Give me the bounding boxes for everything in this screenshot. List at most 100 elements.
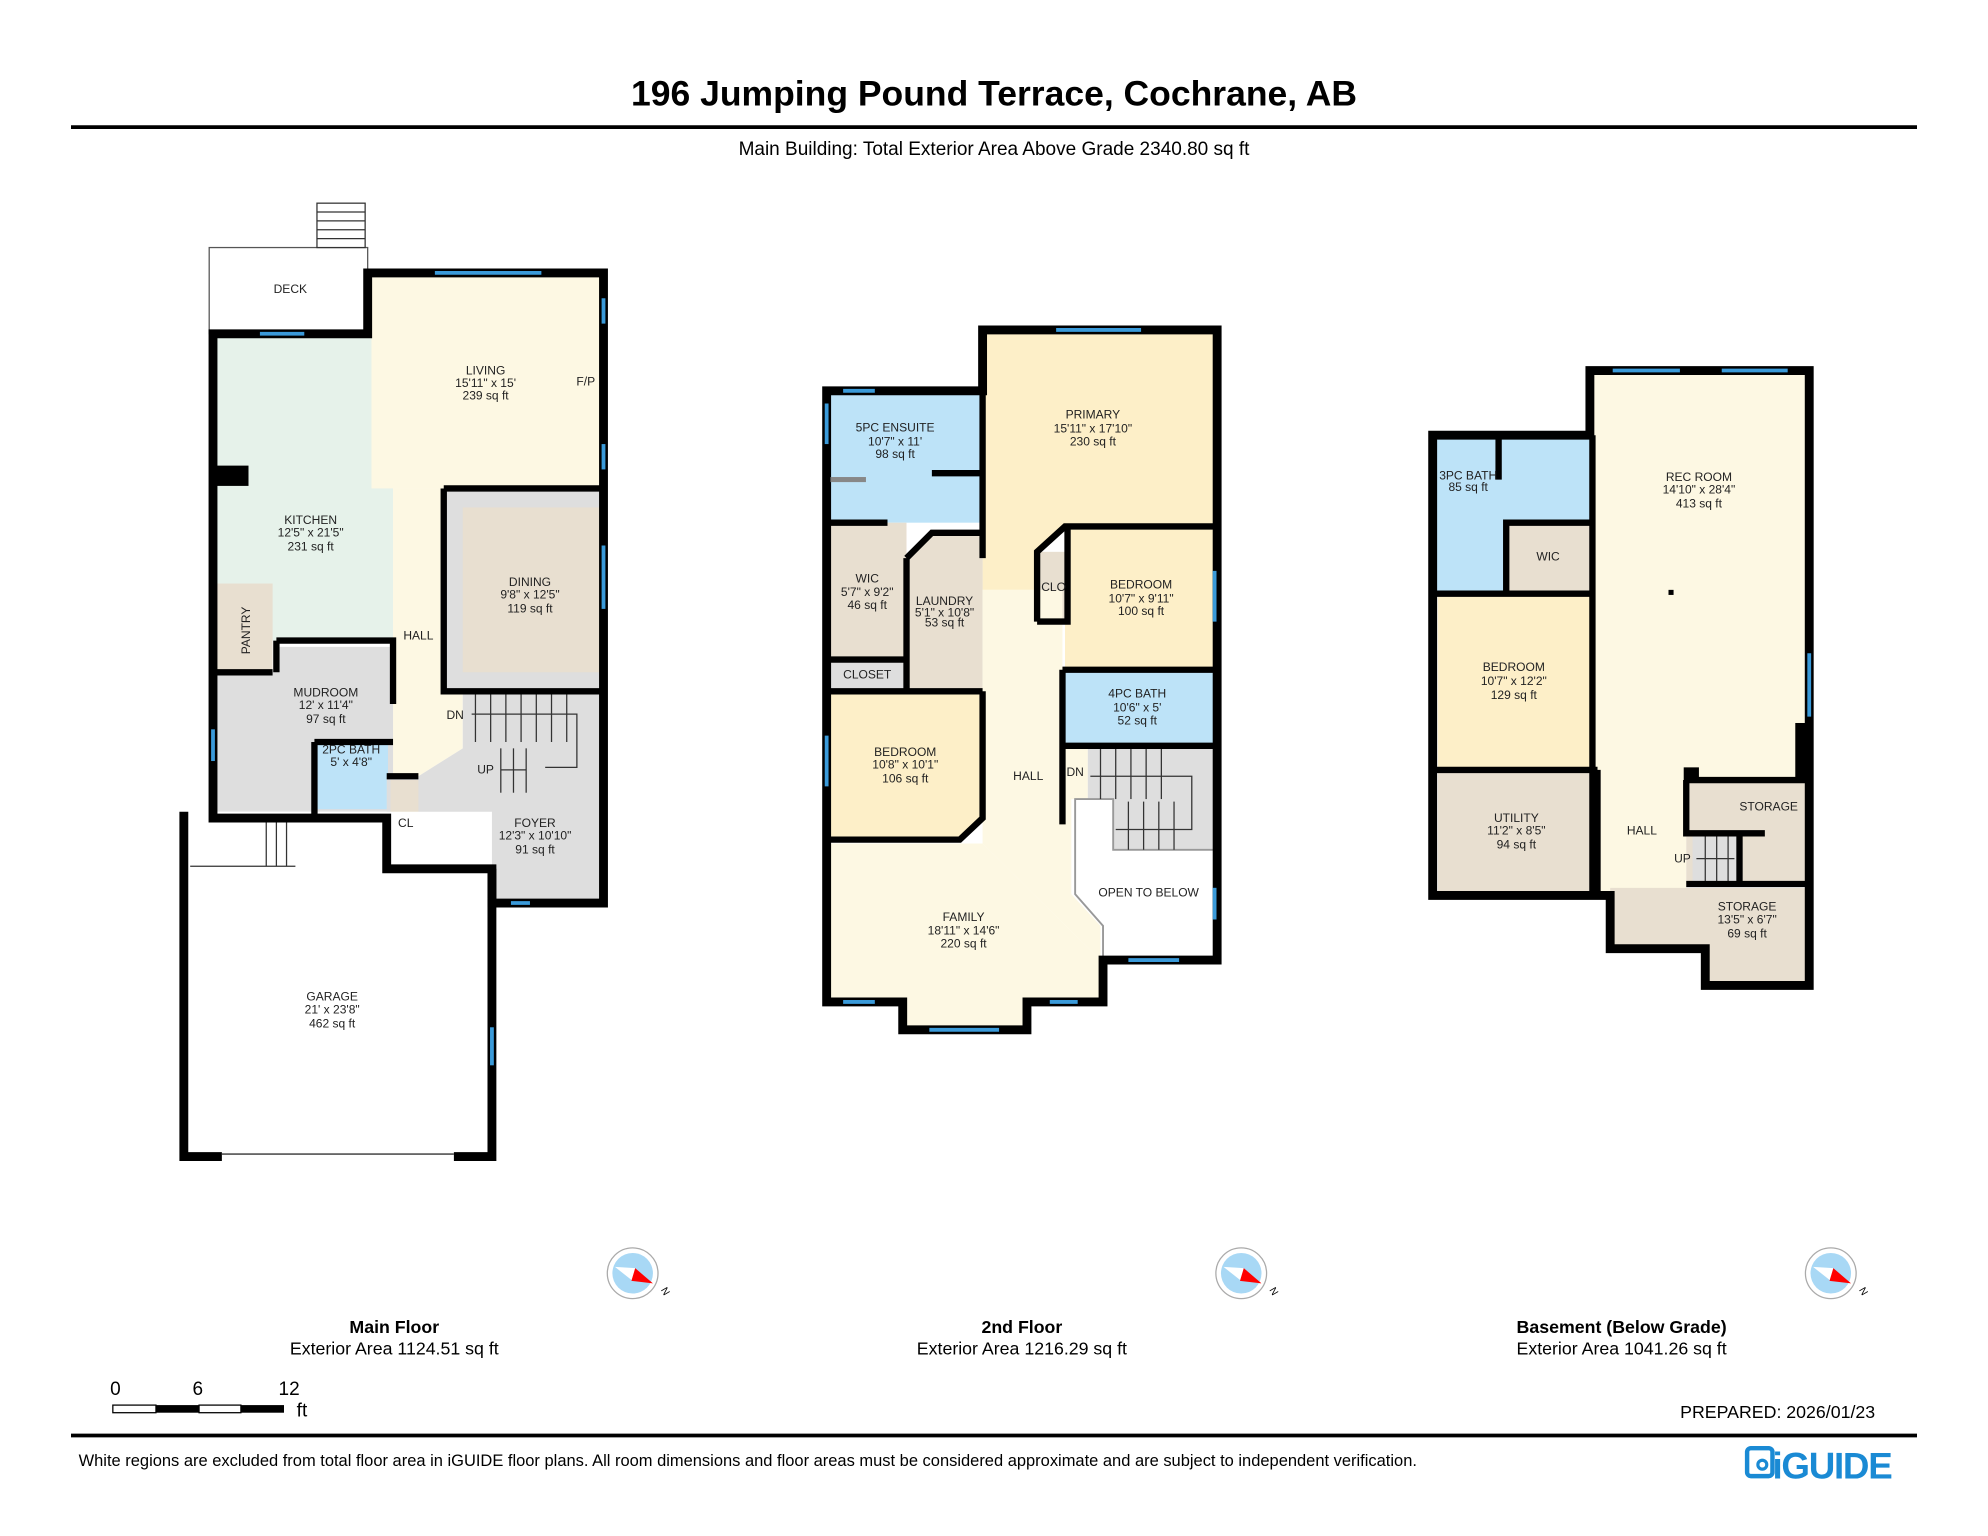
page-title: 196 Jumping Pound Terrace, Cochrane, AB	[631, 74, 1357, 114]
label-primary: PRIMARY	[1066, 408, 1121, 422]
dims-2pc-bath: 5' x 4'8"	[330, 755, 372, 769]
area-utility: 94 sq ft	[1497, 838, 1537, 852]
scale-tick: 6	[192, 1379, 203, 1400]
label-kitchen: KITCHEN	[284, 513, 337, 527]
windows	[1612, 368, 1812, 717]
compass-icon: N	[606, 1247, 671, 1300]
label-stairs-up: UP	[1674, 851, 1691, 865]
label-pantry: PANTRY	[239, 607, 253, 655]
svg-text:iGUIDE: iGUIDE	[1772, 1446, 1892, 1487]
label-2pc-bath: 2PC BATH	[322, 742, 380, 756]
room-hall	[982, 589, 1101, 961]
area-foyer: 91 sq ft	[515, 843, 555, 857]
dims-family: 18'11" x 14'6"	[928, 924, 1000, 938]
main-floor-title: Main Floor	[349, 1317, 439, 1337]
label-wic: WIC	[856, 571, 880, 585]
area-wic: 46 sq ft	[847, 598, 887, 612]
room-storage-2	[1610, 887, 1806, 986]
compass-icon: N	[1804, 1247, 1869, 1300]
prepared-date: PREPARED: 2026/01/23	[1680, 1402, 1875, 1422]
basement-plan: 3PC BATH 85 sq ft REC ROOM 14'10" x 28'4…	[1428, 366, 1814, 990]
dims-primary: 15'11" x 17'10"	[1054, 422, 1132, 436]
label-bedroom-1: BEDROOM	[874, 745, 936, 759]
label-clo: CLO	[1041, 580, 1066, 594]
area-dining: 119 sq ft	[507, 602, 553, 616]
room-family	[826, 843, 1101, 1030]
label-family: FAMILY	[943, 910, 985, 924]
label-ensuite: 5PC ENSUITE	[856, 420, 935, 434]
room-pantry	[215, 583, 273, 673]
room-bedroom	[1437, 593, 1590, 768]
room-closet	[826, 659, 907, 692]
label-stairs-down: DN	[446, 708, 463, 722]
dims-wic: 5'7" x 9'2"	[841, 585, 894, 599]
area-living: 239 sq ft	[463, 389, 510, 403]
label-stairs-up: UP	[477, 763, 494, 777]
room-utility	[1437, 771, 1598, 895]
label-laundry: LAUNDRY	[916, 594, 973, 608]
label-hall: HALL	[1013, 769, 1043, 783]
garage-stairs	[190, 821, 296, 867]
dims-foyer: 12'3" x 10'10"	[499, 829, 572, 843]
label-bedroom-2: BEDROOM	[1110, 578, 1172, 592]
label-living: LIVING	[466, 363, 505, 377]
windows	[824, 328, 1217, 1032]
label-closet: CL	[398, 816, 414, 830]
basement-walls	[1428, 366, 1814, 990]
label-mudroom: MUDROOM	[293, 685, 358, 699]
dims-storage-2: 13'5" x 6'7"	[1717, 912, 1776, 926]
label-dining: DINING	[509, 575, 551, 589]
scale-unit: ft	[297, 1401, 308, 1422]
area-mudroom: 97 sq ft	[306, 712, 346, 726]
dims-laundry: 5'1" x 10'8"	[915, 605, 974, 619]
label-stairs-down: DN	[1066, 765, 1083, 779]
area-rec-room: 413 sq ft	[1676, 496, 1723, 510]
area-3pc-bath: 85 sq ft	[1448, 480, 1488, 494]
area-family: 220 sq ft	[940, 936, 987, 950]
north-label: N	[1267, 1286, 1280, 1298]
dims-bedroom-2: 10'7" x 9'11"	[1109, 592, 1174, 606]
dims-garage: 21' x 23'8"	[305, 1002, 360, 1016]
room-rec	[1592, 373, 1806, 895]
room-4pc-bath	[1062, 669, 1215, 746]
dims-utility: 11'2" x 8'5"	[1487, 824, 1545, 838]
area-bedroom-2: 100 sq ft	[1118, 604, 1165, 618]
second-stairs	[1090, 748, 1193, 850]
dims-ensuite: 10'7" x 11'	[868, 434, 922, 448]
dims-living: 15'11" x 15'	[455, 376, 516, 390]
label-open-to-below: OPEN TO BELOW	[1098, 886, 1199, 900]
basement-area: Exterior Area 1041.26 sq ft	[1517, 1338, 1727, 1358]
area-laundry: 53 sq ft	[925, 616, 965, 630]
scale-tick: 12	[279, 1379, 300, 1400]
dims-mudroom: 12' x 11'4"	[299, 698, 353, 712]
scale-tick: 0	[110, 1379, 121, 1400]
area-storage-2: 69 sq ft	[1727, 926, 1767, 940]
main-stairs	[471, 691, 578, 793]
label-garage: GARAGE	[306, 990, 357, 1004]
label-bedroom: BEDROOM	[1483, 660, 1545, 674]
room-wic	[1506, 522, 1590, 594]
label-3pc-bath: 3PC BATH	[1439, 469, 1497, 483]
label-hall: HALL	[403, 628, 433, 642]
second-floor-walls	[822, 325, 1222, 1035]
area-kitchen: 231 sq ft	[288, 540, 335, 554]
page-subtitle: Main Building: Total Exterior Area Above…	[739, 139, 1251, 160]
garage	[183, 811, 492, 1157]
disclaimer: White regions are excluded from total fl…	[79, 1452, 1417, 1470]
room-laundry	[906, 532, 983, 692]
label-fireplace: F/P	[576, 375, 595, 389]
second-floor-title: 2nd Floor	[981, 1317, 1062, 1337]
area-primary: 230 sq ft	[1070, 434, 1117, 448]
label-hall: HALL	[1627, 824, 1657, 838]
dims-bedroom: 10'7" x 12'2"	[1481, 674, 1547, 688]
area-bedroom-1: 106 sq ft	[882, 772, 929, 786]
room-living	[371, 276, 600, 489]
room-bedroom-2	[1065, 526, 1215, 670]
north-label: N	[1856, 1286, 1869, 1298]
garage-walls	[179, 811, 497, 1162]
label-storage-2: STORAGE	[1718, 900, 1777, 914]
room-wic	[826, 522, 907, 660]
windows	[211, 271, 606, 1066]
room-bedroom-1	[826, 691, 983, 840]
